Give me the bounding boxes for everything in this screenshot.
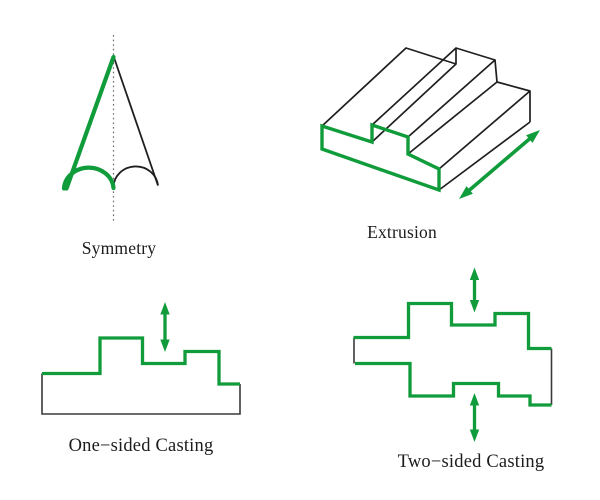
symmetry-left-edge-green bbox=[64, 54, 116, 191]
two-sided-bottom-arrow-head-down-icon bbox=[469, 429, 480, 442]
extrusion-label: Extrusion bbox=[367, 222, 437, 242]
one-sided-parting-arrow bbox=[160, 302, 170, 352]
symmetry-left-arc-green bbox=[61, 165, 116, 191]
extrusion-arrow-shaft bbox=[463, 133, 536, 196]
one-sided-casting-figure bbox=[41, 302, 241, 415]
one-sided-casting-label: One−sided Casting bbox=[68, 436, 214, 456]
one-sided-arrow-head-down-icon bbox=[160, 339, 170, 352]
two-sided-casting-top-profile-green bbox=[353, 301, 552, 351]
one-sided-casting-base-black bbox=[41, 373, 241, 415]
extrusion-arrow-head-down-icon bbox=[459, 186, 473, 199]
two-sided-top-parting-arrow bbox=[469, 267, 480, 313]
two-sided-bottom-arrow-head-up-icon bbox=[469, 393, 480, 406]
two-sided-top-arrow-head-down-icon bbox=[469, 300, 480, 313]
symmetry-label: Symmetry bbox=[81, 238, 157, 258]
symmetry-figure bbox=[61, 35, 159, 221]
two-sided-casting-label: Two−sided Casting bbox=[397, 452, 545, 472]
extrusion-profile-outline-green bbox=[320, 122, 441, 193]
extrusion-direction-arrow bbox=[459, 130, 540, 199]
extrusion-arrow-head-up-icon bbox=[526, 130, 540, 143]
one-sided-casting-top-profile-green bbox=[42, 336, 240, 386]
two-sided-bottom-parting-arrow bbox=[469, 393, 480, 442]
extrusion-figure bbox=[320, 47, 540, 199]
extrusion-body-lines bbox=[321, 47, 531, 191]
two-sided-casting-bottom-profile-green bbox=[355, 361, 552, 407]
two-sided-casting-figure bbox=[353, 267, 553, 442]
symmetry-right-edge-black bbox=[113, 57, 159, 186]
two-sided-top-arrow-head-up-icon bbox=[469, 267, 480, 280]
symmetry-right-arc-black bbox=[112, 165, 159, 188]
one-sided-arrow-head-up-icon bbox=[160, 302, 170, 315]
